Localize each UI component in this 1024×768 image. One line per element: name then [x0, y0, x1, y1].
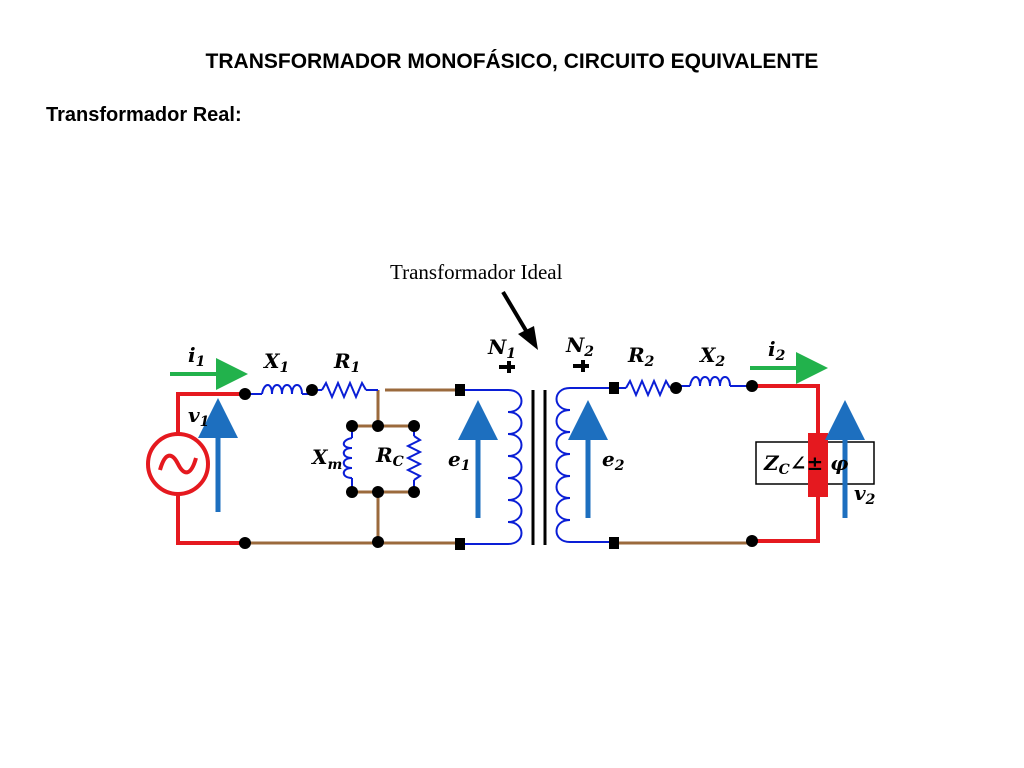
ac-source-icon	[146, 432, 210, 496]
current-arrows	[170, 352, 828, 390]
brown-wires	[245, 388, 752, 545]
r1-resistor	[321, 380, 367, 400]
voltage-arrows	[198, 398, 865, 518]
i2-label: i2	[768, 337, 786, 364]
ideal-transformer-label: Transformador Ideal	[390, 260, 563, 284]
r2-resistor	[625, 378, 671, 398]
v2-label: v2	[854, 481, 876, 508]
load-impedance	[808, 433, 828, 497]
v1-label: v1	[188, 403, 209, 430]
section-subtitle: Transformador Real:	[46, 104, 242, 126]
e2-label: e2	[602, 447, 625, 474]
e1-label: e1	[448, 447, 470, 474]
rc-label: RC	[375, 443, 404, 470]
primary-winding	[507, 389, 523, 545]
r1-label: R1	[333, 349, 360, 376]
page-title: TRANSFORMADOR MONOFÁSICO, CIRCUITO EQUIV…	[205, 50, 819, 73]
x1-label: X1	[262, 349, 289, 376]
i1-label: i1	[188, 343, 205, 370]
zc-label: ZC∠± φ	[763, 451, 848, 478]
r2-label: R2	[627, 343, 655, 370]
x1-inductor	[261, 384, 303, 395]
circuit-nodes	[239, 380, 758, 550]
n2-label: N2	[565, 333, 594, 360]
n1-label: N1	[487, 335, 516, 362]
red-wires	[176, 384, 820, 545]
secondary-winding	[555, 387, 571, 543]
x2-label: X2	[698, 343, 726, 370]
ideal-transformer-pointer-arrow	[501, 290, 538, 350]
x2-inductor	[689, 376, 731, 387]
polarity-dots	[499, 360, 589, 373]
xm-inductor	[342, 437, 353, 479]
xm-label: Xm	[310, 445, 342, 473]
rc-resistor	[405, 435, 423, 481]
